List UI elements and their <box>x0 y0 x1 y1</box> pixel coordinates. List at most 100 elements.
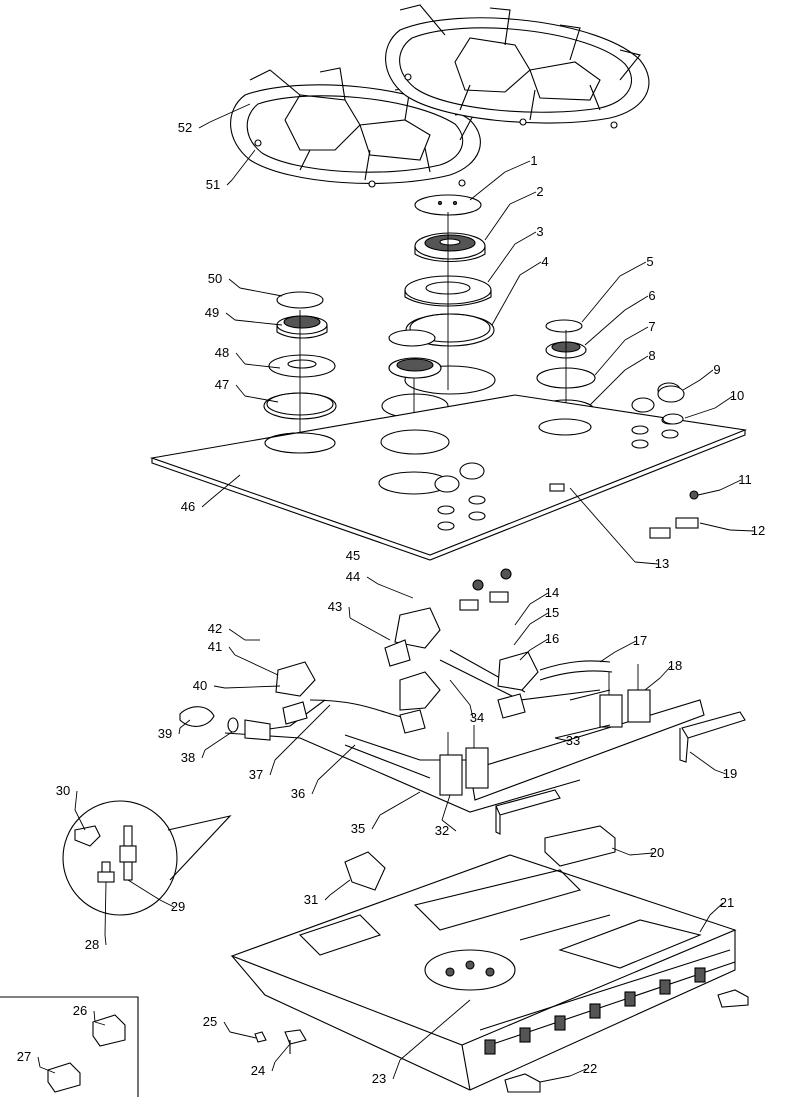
callout-leader-tail-2 <box>509 191 537 205</box>
callout-leader-tail-14 <box>529 592 549 605</box>
callout-leader-31 <box>329 879 351 896</box>
pan-support-right <box>385 4 650 124</box>
callout-leader-tail-49 <box>225 312 236 321</box>
burner-stack-right <box>536 319 596 436</box>
callout-leader-36 <box>317 744 356 781</box>
callout-leader-22 <box>539 1075 571 1083</box>
callout-leader-2 <box>484 203 511 241</box>
callout-leader-tail-37 <box>269 759 276 776</box>
callout-leader-tail-8 <box>624 355 649 371</box>
callout-label-34: 34 <box>470 710 484 725</box>
callout-leader-44 <box>377 583 414 599</box>
callout-leader-tail-52 <box>198 121 211 129</box>
callout-leader-27 <box>39 1066 56 1074</box>
detail-callout-circle <box>62 800 232 916</box>
callout-label-50: 50 <box>208 271 222 286</box>
callout-leader-tail-38 <box>201 749 206 759</box>
callout-label-33: 33 <box>566 733 580 748</box>
callout-leader-13 <box>569 487 636 563</box>
callout-leader-tail-24 <box>271 1061 276 1072</box>
callout-leader-tail-40 <box>213 685 226 689</box>
callout-label-31: 31 <box>304 892 318 907</box>
callout-label-36: 36 <box>291 786 305 801</box>
callout-leader-10 <box>684 407 716 419</box>
callout-leader-35 <box>379 791 421 816</box>
callout-leader-tail-32 <box>441 819 457 832</box>
callout-leader-tail-46 <box>201 499 211 508</box>
callout-label-30: 30 <box>56 783 70 798</box>
callout-label-11: 11 <box>738 472 752 487</box>
callout-label-27: 27 <box>17 1049 31 1064</box>
callout-leader-52 <box>209 103 251 123</box>
callout-label-46: 46 <box>181 499 195 514</box>
callout-leader-tail-5 <box>619 261 647 277</box>
callout-leader-15 <box>513 623 531 646</box>
callout-leader-20 <box>611 847 631 856</box>
gas-assembly <box>179 607 705 813</box>
hob-top-plate <box>149 382 748 561</box>
callout-leader-8 <box>589 369 626 406</box>
callout-label-17: 17 <box>633 633 647 648</box>
callout-leader-tail-36 <box>311 779 319 795</box>
callout-leader-tail-15 <box>529 612 549 625</box>
callout-leader-tail-43 <box>348 606 351 619</box>
callout-leader-4 <box>491 274 521 326</box>
callout-leader-tail-26 <box>93 1010 96 1023</box>
callout-label-52: 52 <box>178 120 192 135</box>
callout-label-35: 35 <box>351 821 365 836</box>
callout-label-13: 13 <box>655 556 669 571</box>
callout-leader-tail-44 <box>366 576 379 585</box>
callout-leader-39 <box>179 719 191 729</box>
burner-stack-centre <box>404 194 496 395</box>
callout-leader-46 <box>209 474 241 501</box>
callout-leader-tail-17 <box>614 640 637 653</box>
callout-leader-tail-1 <box>504 160 531 173</box>
callout-leader-tail-19 <box>714 769 727 775</box>
support-feet <box>254 73 618 188</box>
callout-label-47: 47 <box>215 377 229 392</box>
callout-leader-30 <box>74 809 86 831</box>
callout-label-43: 43 <box>328 599 342 614</box>
base-tray <box>230 854 737 1091</box>
callout-label-5: 5 <box>646 254 653 269</box>
callout-leader-28 <box>104 881 107 936</box>
callout-label-3: 3 <box>536 224 543 239</box>
callout-leader-tail-3 <box>514 231 537 245</box>
callout-leader-tail-11 <box>719 479 742 491</box>
callout-leader-tail-18 <box>659 665 672 679</box>
callout-label-7: 7 <box>648 319 655 334</box>
callout-leader-tail-27 <box>37 1056 41 1068</box>
callout-label-38: 38 <box>181 750 195 765</box>
callout-leader-tail-23 <box>392 1059 401 1080</box>
callout-label-23: 23 <box>372 1071 386 1086</box>
callout-leader-tail-34 <box>469 704 474 719</box>
callout-label-22: 22 <box>583 1061 597 1076</box>
knobs-and-bezels <box>459 385 699 611</box>
callout-label-40: 40 <box>193 678 207 693</box>
callout-leader-tail-41 <box>228 646 236 656</box>
rails-and-generator <box>344 711 746 891</box>
callout-leader-tail-33 <box>554 737 570 742</box>
callout-leader-tail-47 <box>235 384 246 397</box>
callout-label-18: 18 <box>668 658 682 673</box>
callout-leader-tail-25 <box>223 1021 231 1033</box>
callout-leader-11 <box>697 489 721 496</box>
callout-label-9: 9 <box>713 362 720 377</box>
callout-leader-tail-16 <box>529 638 549 651</box>
callout-leader-19 <box>689 751 716 771</box>
callout-label-41: 41 <box>208 639 222 654</box>
inset-box <box>0 996 139 1097</box>
callout-leader-16 <box>519 649 531 661</box>
callout-leader-34 <box>449 679 471 706</box>
callout-label-37: 37 <box>249 767 263 782</box>
callout-label-42: 42 <box>208 621 222 636</box>
callout-leader-41 <box>234 654 279 676</box>
callout-leader-tail-20 <box>629 852 654 856</box>
callout-leader-5 <box>581 275 621 323</box>
callout-leader-3 <box>487 243 516 283</box>
callout-leader-tail-39 <box>178 727 181 735</box>
callout-leader-tail-6 <box>624 295 649 311</box>
callout-label-10: 10 <box>730 388 744 403</box>
callout-leaders <box>37 103 755 1083</box>
